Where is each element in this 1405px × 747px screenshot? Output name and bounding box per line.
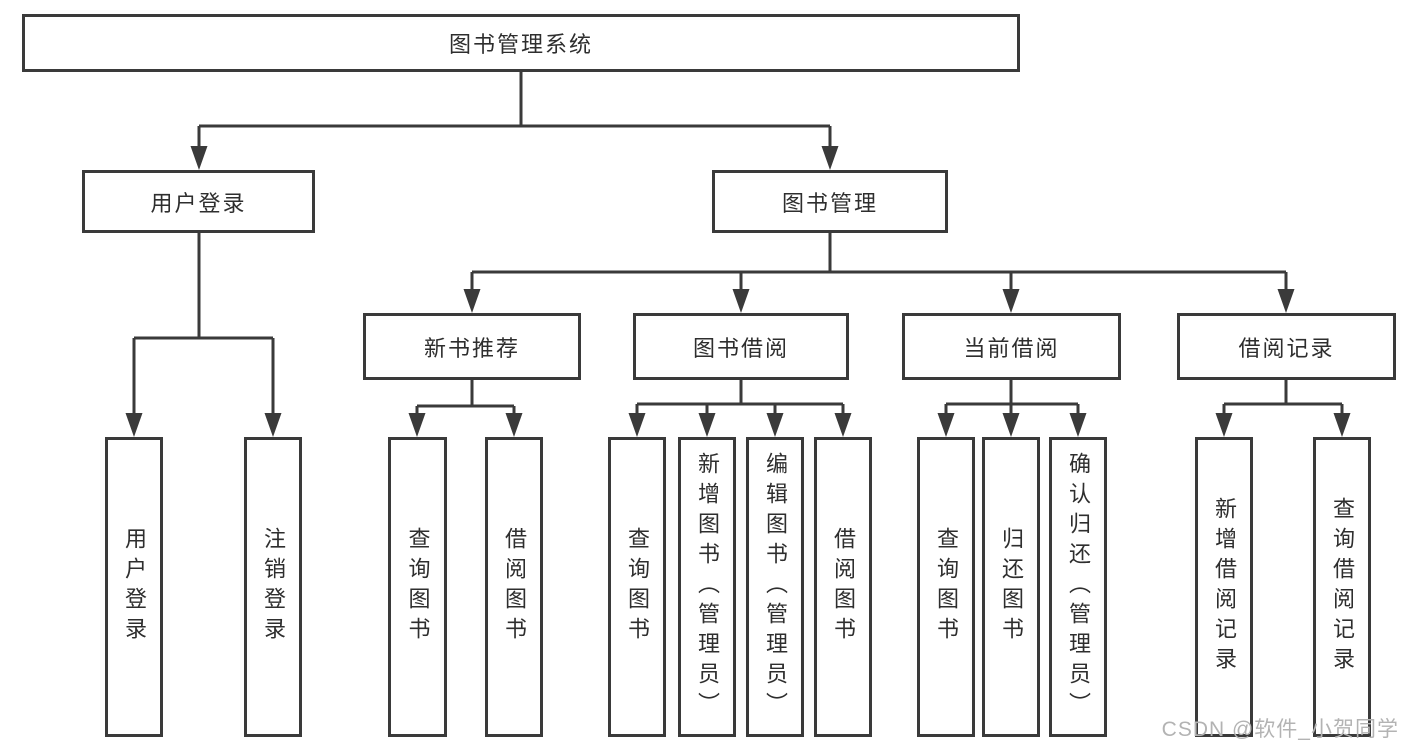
node-current-borrowing: 当前借阅 <box>902 313 1121 380</box>
node-label: 用户登录 <box>122 527 147 647</box>
leaf-query-books: 查询图书 <box>608 437 666 737</box>
node-user-login: 用户登录 <box>82 170 315 233</box>
node-root-library-system: 图书管理系统 <box>22 14 1020 72</box>
leaf-borrow-books: 借阅图书 <box>485 437 543 737</box>
node-label: 编辑图书（管理员） <box>763 452 788 722</box>
leaf-add-books-admin: 新增图书（管理员） <box>678 437 736 737</box>
node-label: 确认归还（管理员） <box>1066 452 1091 722</box>
leaf-return-books: 归还图书 <box>982 437 1040 737</box>
leaf-confirm-return-admin: 确认归还（管理员） <box>1049 437 1107 737</box>
node-label: 用户登录 <box>150 190 247 216</box>
leaf-query-books: 查询图书 <box>917 437 975 737</box>
node-label: 借阅图书 <box>502 527 527 647</box>
watermark: CSDN @软件_小贺同学 <box>1161 718 1399 741</box>
node-label: 图书管理系统 <box>448 32 593 57</box>
node-new-book-recommend: 新书推荐 <box>363 313 581 380</box>
node-label: 查询图书 <box>625 527 650 647</box>
node-book-borrowing: 图书借阅 <box>633 313 849 380</box>
node-label: 图书借阅 <box>692 335 789 361</box>
leaf-query-borrow-record: 查询借阅记录 <box>1313 437 1371 737</box>
node-label: 当前借阅 <box>963 335 1060 361</box>
node-label: 归还图书 <box>999 527 1024 647</box>
leaf-borrow-books: 借阅图书 <box>814 437 872 737</box>
leaf-edit-books-admin: 编辑图书（管理员） <box>746 437 804 737</box>
leaf-add-borrow-record: 新增借阅记录 <box>1195 437 1253 737</box>
node-label: 图书管理 <box>781 190 878 216</box>
node-label: 查询图书 <box>405 527 431 647</box>
node-book-management: 图书管理 <box>712 170 948 233</box>
node-label: 新书推荐 <box>423 335 520 361</box>
node-label: 借阅记录 <box>1238 335 1335 361</box>
node-borrowing-records: 借阅记录 <box>1177 313 1396 380</box>
node-label: 新增借阅记录 <box>1212 497 1237 677</box>
leaf-query-books: 查询图书 <box>388 437 447 737</box>
node-label: 查询借阅记录 <box>1330 497 1355 677</box>
node-label: 借阅图书 <box>831 527 856 647</box>
leaf-user-login: 用户登录 <box>105 437 163 737</box>
node-label: 查询图书 <box>934 527 959 647</box>
node-label: 注销登录 <box>261 527 286 647</box>
leaf-logout: 注销登录 <box>244 437 302 737</box>
node-label: 新增图书（管理员） <box>695 452 720 722</box>
